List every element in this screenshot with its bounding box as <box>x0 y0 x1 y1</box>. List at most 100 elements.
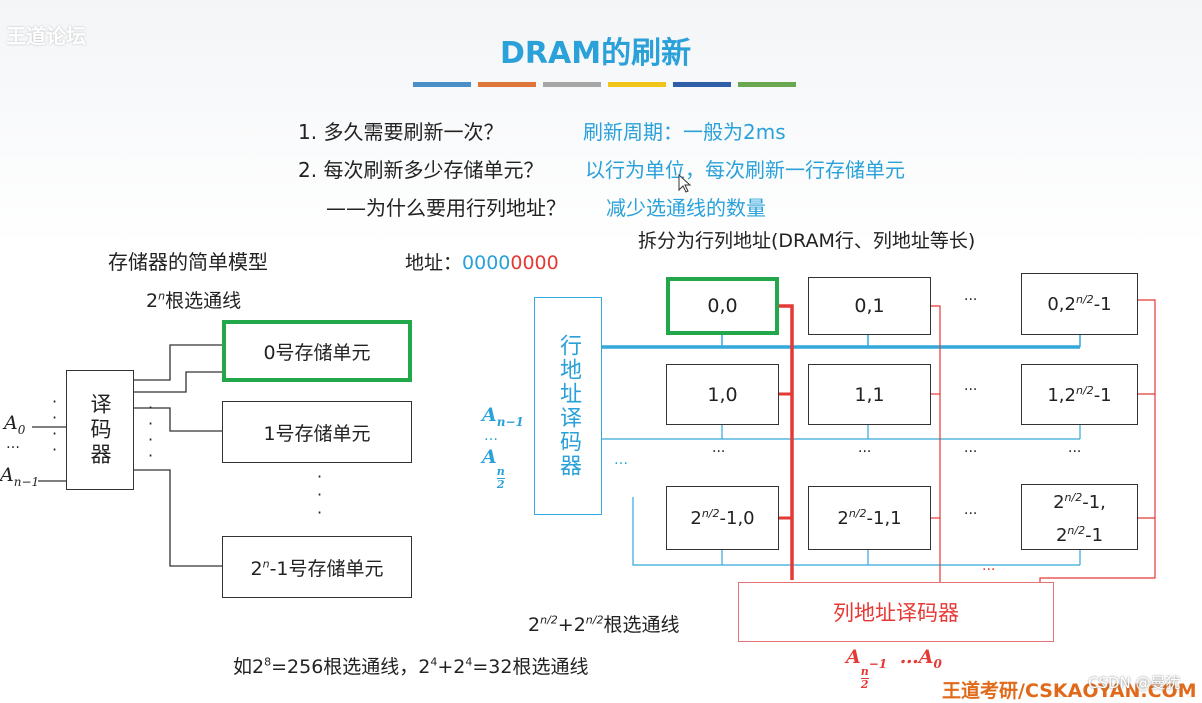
title-bar-seg <box>413 82 471 87</box>
ex-p1: 如2 <box>233 656 265 678</box>
dram-cell-last-0-c: -1,0 <box>719 508 755 529</box>
dram-cell-0-1-label: 0,1 <box>854 295 885 317</box>
select-line-exp: n <box>158 289 166 303</box>
dram-cell-last-1-b: n/2 <box>848 507 867 520</box>
ex-p4: =32根选通线 <box>472 656 589 678</box>
address-decoder: 译码器 <box>66 370 134 490</box>
row-addr-top-sub: n−1 <box>496 414 524 429</box>
ex-p1e: 8 <box>264 655 272 669</box>
col-addr-num: n <box>860 665 869 679</box>
dram-cell-last-last-b: n/2 <box>1064 491 1083 504</box>
address-label: 地址： <box>405 252 463 274</box>
decoder-label: 译码器 <box>88 392 112 468</box>
decoder-dots-left: ···· <box>52 392 58 459</box>
cell-last-label: 2n-1号存储单元 <box>250 554 383 581</box>
title-bar-seg <box>738 82 796 87</box>
dram-cell-0-0: 0,0 <box>666 277 779 335</box>
select-line-count: 2n根选通线 <box>146 286 241 313</box>
middle-dots-col0: ··· <box>712 444 726 460</box>
dram-cell-last-last-a: 2 <box>1053 492 1065 513</box>
row-addr-bot-num: n <box>496 465 505 479</box>
dram-cell-1-last-b: n/2 <box>1076 383 1094 397</box>
row-addr-bot-den: 2 <box>496 478 505 491</box>
storage-cell-1: 1号存储单元 <box>222 401 412 463</box>
dram-cell-last-1-a: 2 <box>837 508 849 529</box>
dram-cell-last-1-label: 2n/2-1,1 <box>837 507 901 529</box>
row-0-dots: ··· <box>964 292 978 308</box>
row-decoder-dots: … <box>614 452 628 468</box>
answer-1: 刷新周期：一般为2ms <box>583 120 786 144</box>
dram-cell-0-last-label: 0,2n/2-1 <box>1047 293 1111 315</box>
csdn-watermark: CSDN @曼犹 <box>1088 674 1181 692</box>
ex-p3e: 4 <box>465 655 473 669</box>
select-line-base: 2 <box>146 290 159 312</box>
mouse-cursor-icon <box>678 174 692 193</box>
left-model-heading: 存储器的简单模型 <box>108 250 268 274</box>
cell-1-label: 1号存储单元 <box>263 422 371 445</box>
watermark-left: 王道论坛 <box>6 24 86 48</box>
sln-e: 根选通线 <box>603 614 680 636</box>
split-note: 拆分为行列地址(DRAM行、列地址等长) <box>638 230 976 252</box>
storage-cell-0: 0号存储单元 <box>222 320 412 382</box>
row-addr-top-letter: A <box>482 404 497 426</box>
select-line-text: 根选通线 <box>165 290 242 312</box>
dram-cell-last-1-c: -1,1 <box>866 508 902 529</box>
dram-cell-1-last-label: 1,2n/2-1 <box>1047 384 1111 406</box>
address-input-ellipsis: … <box>6 436 20 452</box>
ex-p2: =256根选通线，2 <box>271 656 431 678</box>
middle-dots-col2: ··· <box>964 444 978 460</box>
sln-a: 2 <box>528 614 541 636</box>
column-decoder-label: 列地址译码器 <box>833 601 959 625</box>
row-address-decoder: 行地址译码器 <box>534 297 602 515</box>
select-lines-note: 2n/2+2n/2根选通线 <box>528 610 680 637</box>
dram-cell-last-last-c: -1, <box>1082 492 1106 513</box>
example-note: 如28=256根选通线，24+24=32根选通线 <box>233 652 589 679</box>
dram-cell-last-0: 2n/2-1,0 <box>666 486 779 550</box>
col-addr-2-sub: 0 <box>933 656 942 671</box>
dram-cell-0-1: 0,1 <box>808 277 931 335</box>
cell-dots: ··· <box>317 467 323 522</box>
ex-p3: +2 <box>437 656 466 678</box>
sln-c: +2 <box>557 614 586 636</box>
dram-cell-0-last-b: n/2 <box>1076 293 1094 306</box>
dram-cell-last-last: 2n/2-1, 2n/2-1 <box>1021 484 1138 550</box>
dram-cell-last-last-d: 2 <box>1055 525 1068 546</box>
dram-cell-1-1: 1,1 <box>808 364 931 425</box>
col-addr-sub: −1 <box>868 656 888 671</box>
an-sub: n−1 <box>13 474 40 489</box>
answer-3: 减少选通线的数量 <box>606 196 766 220</box>
dram-cell-0-0-label: 0,0 <box>707 295 738 317</box>
answer-2: 以行为单位，每次刷新一行存储单元 <box>585 158 905 182</box>
dram-cell-last-last-e: n/2 <box>1067 524 1086 537</box>
title-bar-seg <box>478 82 536 87</box>
address-input-an: An−1 <box>0 464 39 489</box>
row-decoder-label: 行地址译码器 <box>556 334 581 478</box>
dram-cell-0-last: 0,2n/2-1 <box>1021 273 1138 335</box>
cell-0-label: 0号存储单元 <box>263 341 371 364</box>
middle-dots-col1: ··· <box>858 444 872 460</box>
dram-cell-0-last-a: 0,2 <box>1047 294 1076 315</box>
cell-last-base: 2 <box>250 557 263 580</box>
dram-cell-1-0: 1,0 <box>666 364 779 425</box>
cell-last-exp: n <box>262 557 270 571</box>
middle-dots-col3: ··· <box>1068 444 1082 460</box>
dram-cell-last-0-a: 2 <box>690 508 702 529</box>
row-1-dots: ··· <box>964 382 978 398</box>
an-letter: A <box>0 464 14 486</box>
title-bar-seg <box>608 82 666 87</box>
dram-cell-last-last-line1: 2n/2-1, <box>1053 484 1106 517</box>
address-input-a0: A0 <box>4 412 25 437</box>
dram-cell-1-0-label: 1,0 <box>707 383 738 406</box>
question-2: 2. 每次刷新多少存储单元？ <box>298 158 544 182</box>
row-addr-bot-letter: A <box>482 446 497 468</box>
dram-cell-1-1-label: 1,1 <box>854 383 885 406</box>
title-bar-seg <box>543 82 601 87</box>
address-high-bits: 0000 <box>462 252 511 274</box>
title-color-bar <box>413 82 796 87</box>
